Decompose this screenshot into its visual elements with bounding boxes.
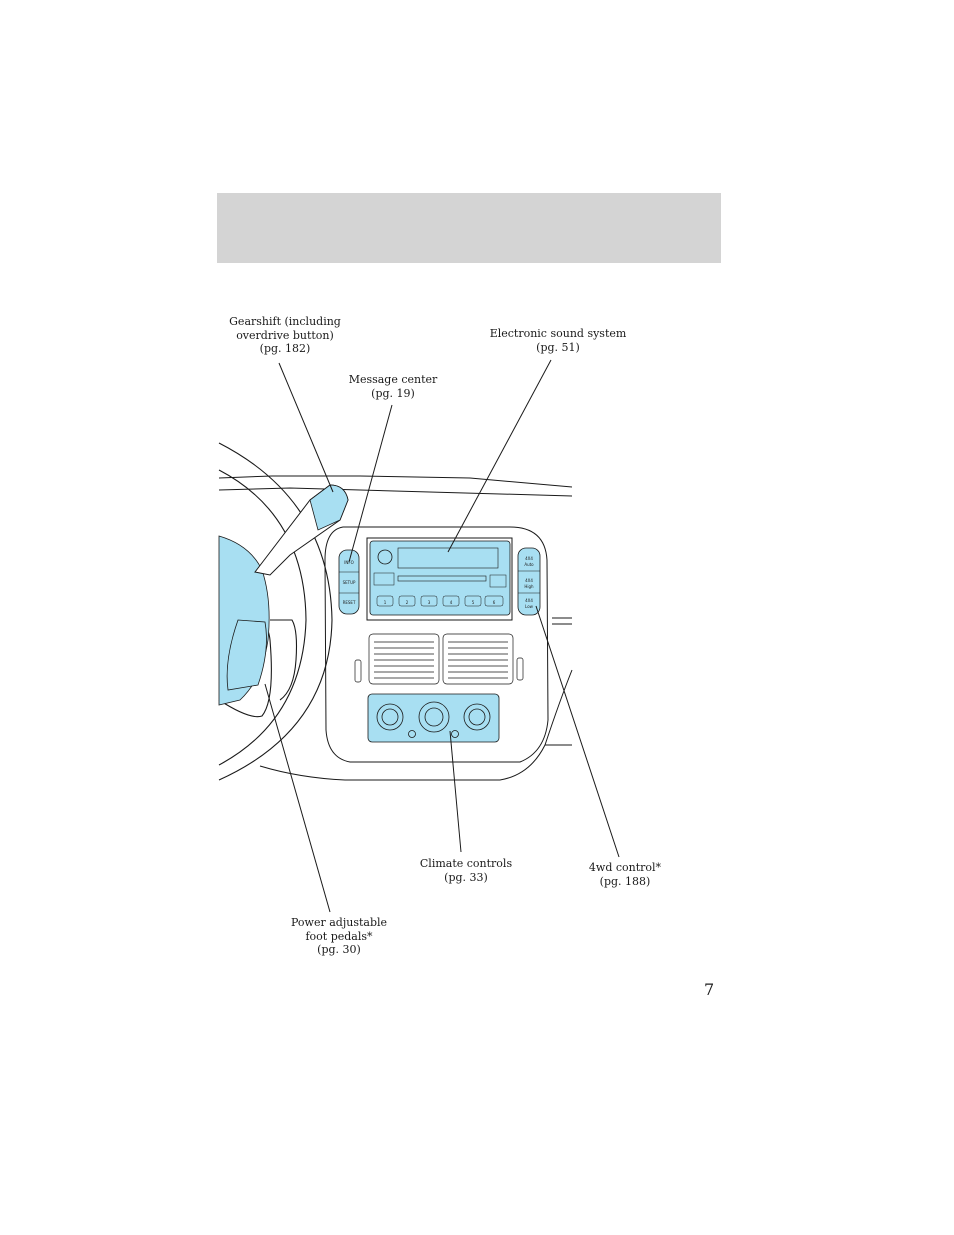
pedals-leader <box>264 683 331 913</box>
radio-display <box>397 547 499 569</box>
gearshift-callout-line-3: (pg. 182) <box>259 342 311 355</box>
climate-knobs <box>376 701 491 738</box>
fourwd-callout-line-2: (pg. 188) <box>599 874 651 888</box>
dash-top-edge <box>218 475 573 488</box>
message-center-callout-line-1: Message center <box>348 373 438 386</box>
preset-5-label: 5 <box>472 600 475 605</box>
fourwd-auto-line2: Auto <box>524 562 534 567</box>
header-band <box>217 193 721 263</box>
climate-callout-line-2: (pg. 33) <box>444 870 488 884</box>
fourwd-high-line2: High <box>524 584 534 589</box>
info-button-label: INFO <box>344 560 354 565</box>
sound-system-callout: Electronic sound system (pg. 51) <box>486 327 630 354</box>
pedals-callout: Power adjustable foot pedals* (pg. 30) <box>284 916 394 957</box>
gearshift-leader <box>278 362 334 493</box>
pedals-callout-line-3: (pg. 30) <box>317 943 361 956</box>
gearshift-callout: Gearshift (including overdrive button) (… <box>225 315 345 356</box>
dash-lower-edge <box>259 744 572 781</box>
dash-right-side <box>544 669 573 746</box>
center-stack-inner <box>366 537 513 621</box>
radio-tape-slot <box>397 575 487 582</box>
fourwd-panel <box>517 547 541 616</box>
radio-faceplate <box>369 540 511 616</box>
radio-right-buttons <box>489 574 507 588</box>
setup-button-label: SETUP <box>343 580 356 585</box>
fourwd-leader-upper <box>535 605 620 858</box>
message-center-leader <box>348 404 393 563</box>
fourwd-callout-line-1: 4wd control* <box>588 861 662 874</box>
fourwd-high-line1: 4X4 <box>525 578 533 583</box>
preset-4-label: 4 <box>450 600 453 605</box>
gearshift-handle <box>309 484 349 531</box>
gearshift-callout-line-1: Gearshift (including <box>229 315 341 328</box>
leader-lines <box>264 359 620 913</box>
fourwd-low-line1: 4X4 <box>525 598 533 603</box>
climate-leader <box>449 730 462 853</box>
radio-presets <box>376 595 504 607</box>
message-center-panel <box>338 549 360 615</box>
message-center-callout-line-2: (pg. 19) <box>371 386 415 400</box>
radio-left-buttons <box>373 572 395 586</box>
center-air-vents <box>354 633 524 685</box>
reset-button-label: RESET <box>343 600 356 605</box>
gearshift-callout-line-2: overdrive button) <box>236 328 334 342</box>
fourwd-callout: 4wd control* (pg. 188) <box>582 861 668 888</box>
pedals-callout-line-2: foot pedals* <box>305 929 373 943</box>
sound-system-callout-line-1: Electronic sound system <box>489 327 627 340</box>
fourwd-auto-line1: 4X4 <box>525 556 533 561</box>
preset-3-label: 3 <box>428 600 431 605</box>
center-stack-bezel <box>324 526 549 763</box>
dash-top-edge-inner <box>218 487 573 497</box>
sound-system-leader <box>447 359 552 553</box>
message-center-callout: Message center (pg. 19) <box>344 373 442 400</box>
pedals-callout-line-1: Power adjustable <box>290 916 388 929</box>
preset-1-label: 1 <box>384 600 387 605</box>
steering-wheel-rim-outer <box>218 442 333 781</box>
preset-6-label: 6 <box>493 600 496 605</box>
climate-callout-line-1: Climate controls <box>419 857 513 870</box>
wheel-control-pad <box>226 619 267 691</box>
sound-system-callout-line-2: (pg. 51) <box>536 340 580 354</box>
radio-volume-knob <box>377 549 393 565</box>
dash-right-vent <box>552 617 572 625</box>
fourwd-low-line2: Low <box>525 604 534 609</box>
climate-callout: Climate controls (pg. 33) <box>416 857 516 884</box>
page-number: 7 <box>704 980 715 999</box>
steering-wheel-rim-inner <box>218 469 307 766</box>
preset-2-label: 2 <box>406 600 409 605</box>
steering-hub-line <box>270 619 298 701</box>
